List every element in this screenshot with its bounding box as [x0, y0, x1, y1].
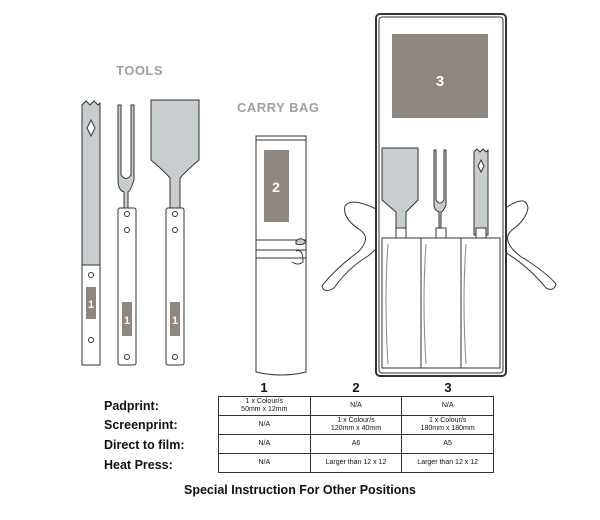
print-area-2	[264, 150, 289, 222]
table-row: 1 x Colour/s 50mm x 12mm N/A N/A	[218, 396, 494, 416]
col-head-2: 2	[352, 380, 360, 395]
cell-text: N/A	[258, 440, 271, 447]
label-1-fork: 1	[124, 315, 130, 327]
carry-bag-title: CARRY BAG	[237, 100, 320, 115]
cell-text: N/A	[258, 421, 271, 428]
table-row: N/A A6 A5	[218, 434, 494, 454]
tool-knife	[81, 100, 101, 366]
cell-screenprint-2: 1 x Colour/s 120mm x 40mm	[309, 415, 403, 435]
cell-text: 1 x Colour/s 50mm x 12mm	[241, 398, 288, 413]
row-label-screenprint: Screenprint:	[104, 418, 178, 432]
table-row: N/A 1 x Colour/s 120mm x 40mm 1 x Colour…	[218, 415, 494, 435]
tool-fork	[117, 104, 137, 366]
cell-text: Larger than 12 x 12	[325, 459, 387, 466]
cell-text: 1 x Colour/s 180mm x 180mm	[420, 417, 475, 432]
cell-text: N/A	[350, 402, 362, 409]
label-1-spatula: 1	[172, 315, 178, 327]
label-1-knife: 1	[88, 299, 94, 311]
cell-text: N/A	[441, 402, 454, 409]
cell-text: Larger than 12 x 12	[417, 459, 479, 466]
print-area-1-spatula	[170, 302, 180, 336]
cell-text: N/A	[258, 459, 271, 466]
cell-screenprint-3: 1 x Colour/s 180mm x 180mm	[401, 415, 494, 435]
cell-padprint-1: 1 x Colour/s 50mm x 12mm	[218, 396, 311, 416]
row-label-dtf: Direct to film:	[104, 438, 185, 452]
print-area-3	[392, 34, 488, 118]
label-2: 2	[272, 179, 280, 195]
cell-text: A6	[351, 440, 361, 447]
cell-heat-2: Larger than 12 x 12	[309, 453, 403, 473]
label-3: 3	[436, 73, 444, 90]
cell-padprint-3: N/A	[401, 396, 494, 416]
tools-title: TOOLS	[116, 63, 164, 78]
tool-spatula	[150, 99, 200, 366]
cell-padprint-2: N/A	[309, 396, 403, 416]
col-head-1: 1	[260, 380, 268, 395]
tools-group	[81, 99, 200, 366]
cell-dtf-2: A6	[309, 434, 403, 454]
cell-text: 1 x Colour/s 120mm x 40mm	[330, 417, 382, 432]
print-spec-table: 1 x Colour/s 50mm x 12mm N/A N/A N/A 1 x…	[218, 396, 494, 473]
col-head-3: 3	[444, 380, 452, 395]
print-area-1-fork	[122, 302, 132, 336]
cell-screenprint-1: N/A	[218, 415, 311, 435]
cell-dtf-3: A5	[401, 434, 494, 454]
cell-heat-3: Larger than 12 x 12	[401, 453, 494, 473]
row-label-heat-press: Heat Press:	[104, 458, 173, 472]
table-row: N/A Larger than 12 x 12 Larger than 12 x…	[218, 453, 494, 473]
cell-dtf-1: N/A	[218, 434, 311, 454]
cell-heat-1: N/A	[218, 453, 311, 473]
carry-bag-open	[321, 13, 557, 377]
cell-text: A5	[443, 440, 452, 447]
carry-bag-rolled	[255, 135, 307, 376]
footer-instruction: Special Instruction For Other Positions	[184, 483, 416, 497]
row-label-padprint: Padprint:	[104, 399, 159, 413]
print-area-1-knife	[86, 287, 96, 319]
product-illustration: 1 1 1 2 3	[81, 13, 557, 377]
